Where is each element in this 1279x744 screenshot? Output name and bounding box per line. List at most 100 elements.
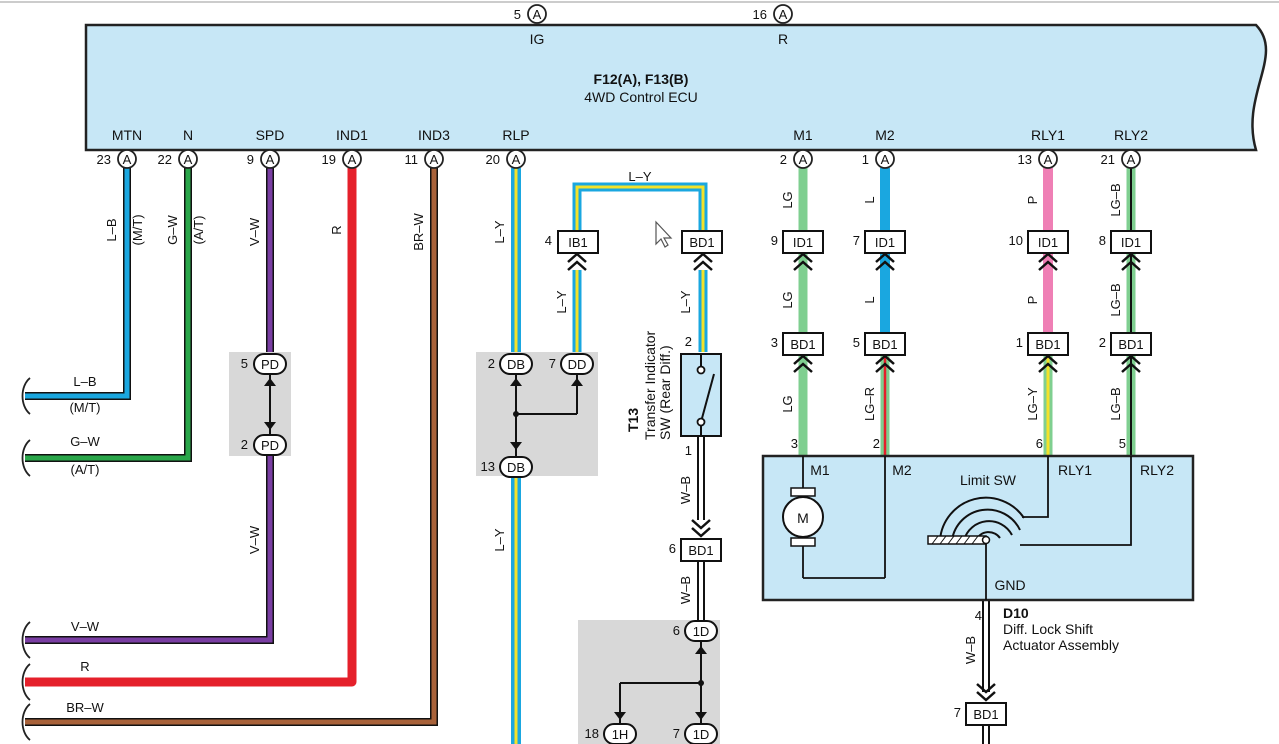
svg-text:SPD: SPD bbox=[256, 127, 285, 143]
wire-label-rlp: L–Y bbox=[492, 220, 507, 243]
connector-bd1-m1: 3 BD1 bbox=[771, 332, 824, 373]
svg-text:N: N bbox=[183, 127, 193, 143]
svg-text:21: 21 bbox=[1101, 152, 1115, 167]
svg-text:A: A bbox=[123, 152, 132, 167]
svg-text:A: A bbox=[533, 7, 542, 22]
connector-ib1: 4 IB1 bbox=[545, 230, 599, 271]
svg-text:DB: DB bbox=[507, 460, 525, 475]
svg-text:R: R bbox=[778, 31, 788, 47]
svg-text:6: 6 bbox=[669, 541, 676, 556]
svg-text:23: 23 bbox=[97, 152, 111, 167]
connector-1d-6: 6 1D bbox=[673, 620, 718, 642]
connector-id1-m1: 9 ID1 bbox=[771, 230, 824, 271]
connector-dd-7: 7 DD bbox=[549, 353, 594, 375]
wire-label-n: G–W bbox=[165, 214, 180, 244]
svg-text:1D: 1D bbox=[693, 727, 710, 742]
splice-pd: 5 PD 2 PD bbox=[229, 352, 291, 456]
wire-label-loop-right: L–Y bbox=[678, 290, 693, 313]
actuator-id: D10 bbox=[1003, 605, 1029, 621]
wire-label-rly2-mid: LG–B bbox=[1108, 283, 1123, 316]
svg-text:(A/T): (A/T) bbox=[71, 462, 100, 477]
switch-label-2: SW (Rear Diff.) bbox=[657, 345, 673, 440]
wire-label-rly2-low: LG–B bbox=[1108, 387, 1123, 420]
ecu-pin-ind3: IND3 11 A bbox=[405, 127, 450, 169]
wire-label-mtn-note: (M/T) bbox=[130, 214, 145, 245]
wire-label-mtn: L–B bbox=[104, 218, 119, 241]
ecu-pin-rly2: RLY2 21 A bbox=[1101, 127, 1148, 169]
svg-text:ID1: ID1 bbox=[1121, 235, 1141, 250]
svg-text:A: A bbox=[1127, 152, 1136, 167]
svg-text:6: 6 bbox=[673, 623, 680, 638]
svg-text:PD: PD bbox=[261, 438, 279, 453]
svg-text:BD1: BD1 bbox=[973, 707, 998, 722]
wire-mtn bbox=[25, 168, 131, 400]
svg-text:V–W: V–W bbox=[71, 619, 100, 634]
wire-label-m2-low: LG–R bbox=[862, 387, 877, 421]
svg-text:DB: DB bbox=[507, 357, 525, 372]
svg-text:2: 2 bbox=[488, 356, 495, 371]
svg-text:3: 3 bbox=[791, 436, 798, 451]
svg-text:4: 4 bbox=[545, 233, 552, 248]
svg-text:DD: DD bbox=[568, 357, 587, 372]
svg-text:7: 7 bbox=[549, 356, 556, 371]
svg-text:19: 19 bbox=[322, 152, 336, 167]
connector-bd1-gnd: 7 BD1 bbox=[954, 683, 1007, 726]
wire-label-ind1: R bbox=[329, 225, 344, 234]
svg-text:18: 18 bbox=[585, 726, 599, 741]
svg-text:RLY1: RLY1 bbox=[1031, 127, 1065, 143]
connector-pd-5: 5 PD bbox=[241, 353, 287, 375]
connector-db-2: 2 DB bbox=[488, 353, 533, 375]
svg-text:L–B: L–B bbox=[73, 374, 96, 389]
svg-text:2: 2 bbox=[685, 334, 692, 349]
connector-id1-rly1: 10 ID1 bbox=[1009, 230, 1069, 271]
splice-1d: 6 1D 18 1H 7 1D bbox=[578, 620, 720, 744]
svg-text:9: 9 bbox=[247, 152, 254, 167]
transfer-indicator-switch: 2 1 T13 Transfer Indicator SW (Rear Diff… bbox=[625, 330, 722, 458]
svg-text:6: 6 bbox=[1036, 436, 1043, 451]
wire-label-m1-mid: LG bbox=[780, 291, 795, 308]
ecu-top-pin-r: 16 A R bbox=[753, 4, 793, 47]
actuator-assembly: 3 2 6 5 M1 M2 RLY1 RLY2 Limit SW GND M bbox=[761, 436, 1195, 653]
ecu-pin-m1: M1 2 A bbox=[780, 127, 813, 169]
svg-text:20: 20 bbox=[486, 152, 500, 167]
svg-text:IG: IG bbox=[530, 31, 545, 47]
svg-text:1: 1 bbox=[685, 443, 692, 458]
svg-text:BD1: BD1 bbox=[872, 337, 897, 352]
svg-text:G–W: G–W bbox=[70, 434, 100, 449]
svg-text:(M/T): (M/T) bbox=[69, 400, 100, 415]
svg-text:IND1: IND1 bbox=[336, 127, 368, 143]
ecu-top-pin-ig: 5 A IG bbox=[514, 4, 547, 47]
connector-bd1-m2: 5 BD1 bbox=[853, 332, 906, 373]
svg-text:22: 22 bbox=[158, 152, 172, 167]
svg-text:ID1: ID1 bbox=[875, 235, 895, 250]
svg-text:M2: M2 bbox=[892, 462, 912, 478]
svg-text:BR–W: BR–W bbox=[66, 700, 104, 715]
svg-text:8: 8 bbox=[1099, 233, 1106, 248]
left-stub-r: R bbox=[21, 659, 90, 701]
wire-label-sw: W–B bbox=[678, 476, 693, 504]
svg-text:1: 1 bbox=[1016, 335, 1023, 350]
svg-text:1H: 1H bbox=[612, 727, 629, 742]
limit-switch-icon bbox=[927, 496, 1025, 545]
svg-text:RLY2: RLY2 bbox=[1114, 127, 1148, 143]
switch-id: T13 bbox=[625, 408, 641, 432]
actuator-label-1: Diff. Lock Shift bbox=[1003, 621, 1093, 637]
left-stub-v-w: V–W bbox=[21, 619, 100, 659]
svg-text:2: 2 bbox=[1099, 335, 1106, 350]
connector-1h-18: 18 1H bbox=[585, 723, 637, 744]
wire-n bbox=[25, 168, 192, 462]
svg-text:13: 13 bbox=[481, 459, 495, 474]
wire-loop-l-y bbox=[572, 182, 708, 352]
connector-id1-m2: 7 ID1 bbox=[853, 230, 906, 271]
wire-label-m2-mid: L bbox=[862, 296, 877, 303]
svg-text:7: 7 bbox=[853, 233, 860, 248]
svg-text:A: A bbox=[348, 152, 357, 167]
wire-label-sw-lower: W–B bbox=[678, 576, 693, 604]
wire-ind3 bbox=[25, 168, 438, 726]
svg-text:A: A bbox=[1044, 152, 1053, 167]
svg-text:M2: M2 bbox=[875, 127, 895, 143]
svg-text:IND3: IND3 bbox=[418, 127, 450, 143]
svg-text:5: 5 bbox=[853, 335, 860, 350]
wire-label-spd: V–W bbox=[247, 217, 262, 246]
svg-text:5: 5 bbox=[241, 356, 248, 371]
